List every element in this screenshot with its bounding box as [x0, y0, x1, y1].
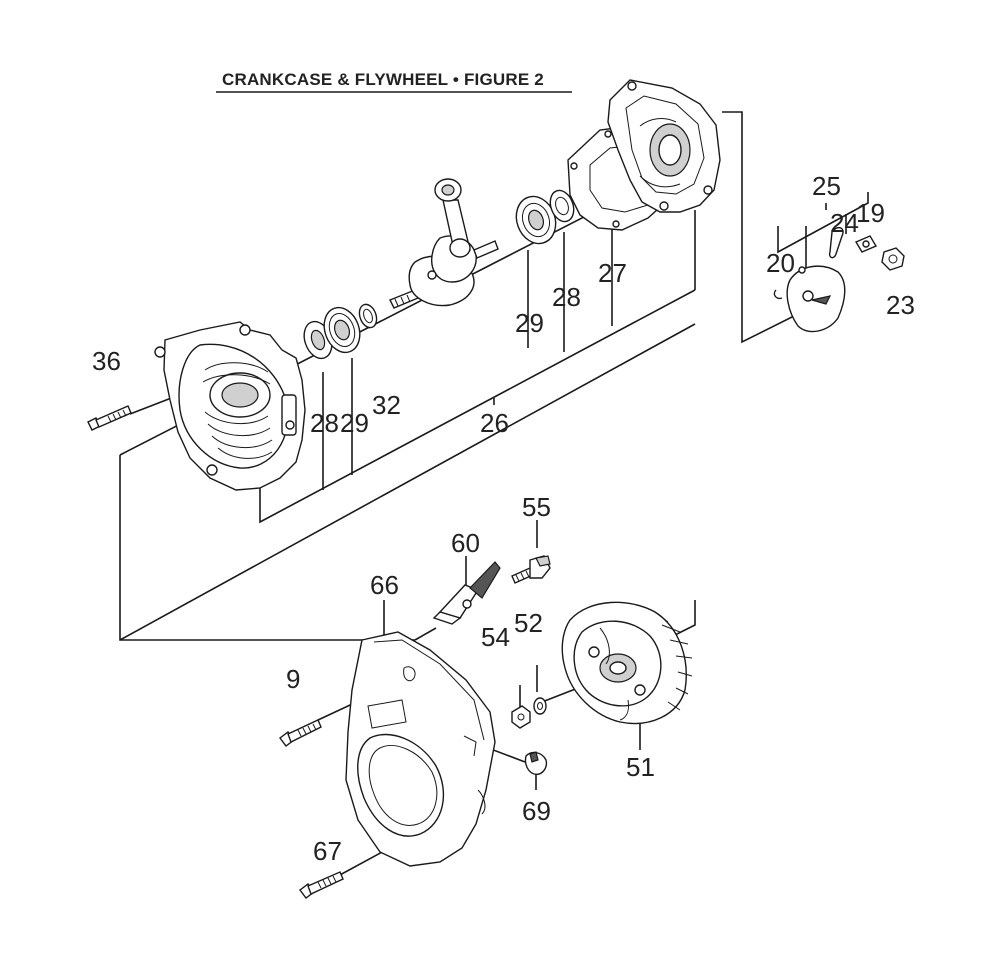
callout-9: 9 — [286, 664, 300, 694]
callout-52: 52 — [514, 608, 543, 638]
nut-23 — [881, 247, 905, 271]
callout-24: 24 — [830, 208, 859, 238]
callout-29-right: 29 — [515, 308, 544, 338]
callout-60: 60 — [451, 528, 480, 558]
ignition-coil — [432, 561, 501, 625]
bearing-seal-left — [303, 306, 361, 360]
figure-title: CRANKCASE & FLYWHEEL • FIGURE 2 — [222, 70, 544, 89]
callout-28-right: 28 — [552, 282, 581, 312]
callout-55: 55 — [522, 492, 551, 522]
nut-54 — [511, 705, 531, 729]
callout-66: 66 — [370, 570, 399, 600]
screw-36 — [87, 405, 132, 431]
callout-26: 26 — [480, 408, 509, 438]
flywheel — [561, 601, 693, 725]
callout-54: 54 — [481, 622, 510, 652]
callout-28-left: 28 — [310, 408, 339, 438]
callout-27: 27 — [598, 258, 627, 288]
callout-19: 19 — [856, 198, 885, 228]
callout-32: 32 — [372, 390, 401, 420]
callout-69: 69 — [522, 796, 551, 826]
bearing-seal-right — [515, 189, 575, 245]
callout-29-left: 29 — [340, 408, 369, 438]
callout-36: 36 — [92, 346, 121, 376]
callout-23: 23 — [886, 290, 915, 320]
bolt-55 — [511, 555, 551, 584]
crankshaft-connecting-rod — [389, 178, 499, 309]
callout-51: 51 — [626, 752, 655, 782]
crankcase-half-right — [607, 79, 721, 213]
leader-lines — [119, 111, 869, 877]
fan-cover — [345, 631, 496, 867]
callout-labels: 36 28 29 32 26 29 28 27 25 24 19 20 23 5… — [92, 171, 915, 866]
crankcase-half-left — [154, 321, 306, 491]
callout-25: 25 — [812, 171, 841, 201]
grommet-69 — [524, 751, 548, 775]
callout-67: 67 — [313, 836, 342, 866]
screw-9 — [279, 719, 322, 747]
pawl-assembly — [773, 226, 878, 333]
washer-32 — [358, 303, 378, 329]
callout-20: 20 — [766, 248, 795, 278]
screw-67 — [299, 871, 344, 899]
washer-52 — [533, 697, 547, 715]
